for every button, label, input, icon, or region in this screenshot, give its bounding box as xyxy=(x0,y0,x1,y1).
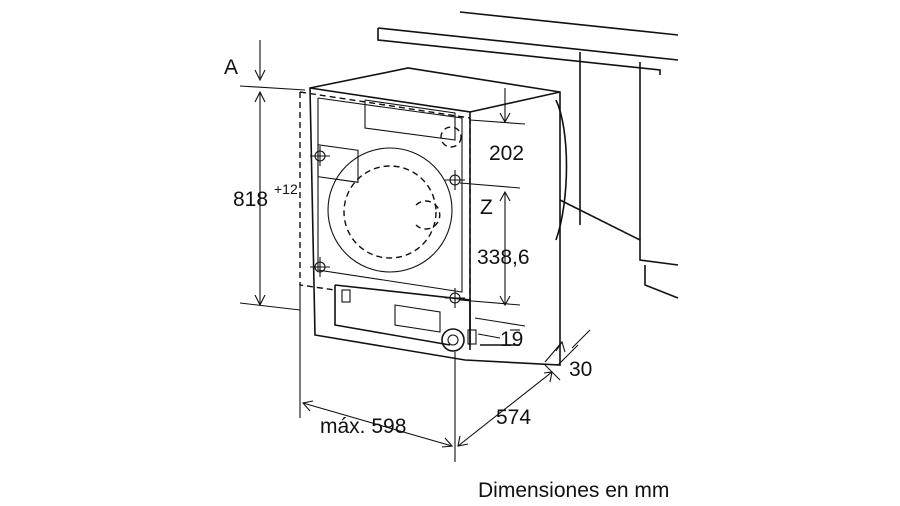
label-depth: 574 xyxy=(496,406,531,429)
machine-body xyxy=(309,67,561,366)
label-a: A xyxy=(224,56,238,79)
caption: Dimensiones en mm xyxy=(478,479,669,502)
crosshair-icon-right xyxy=(445,170,465,190)
plinth xyxy=(334,284,520,352)
label-202: 202 xyxy=(489,142,524,165)
label-30: 30 xyxy=(569,358,592,381)
label-width: máx. 598 xyxy=(320,415,406,438)
niche-outline xyxy=(299,91,471,300)
mount-points xyxy=(310,146,465,308)
crosshair-icon-bottom-right xyxy=(445,288,465,308)
dimension-lines xyxy=(239,40,591,462)
label-19: 19 xyxy=(500,328,523,351)
crosshair-icon-bottom-left xyxy=(310,257,330,277)
cabinet-outline xyxy=(377,11,679,299)
label-height-tolerance: +12 xyxy=(274,181,298,197)
label-338-6: 338,6 xyxy=(477,246,530,269)
crosshair-icon-top-left xyxy=(310,146,330,166)
label-z: Z xyxy=(480,196,493,219)
label-height: 818 xyxy=(233,188,268,211)
